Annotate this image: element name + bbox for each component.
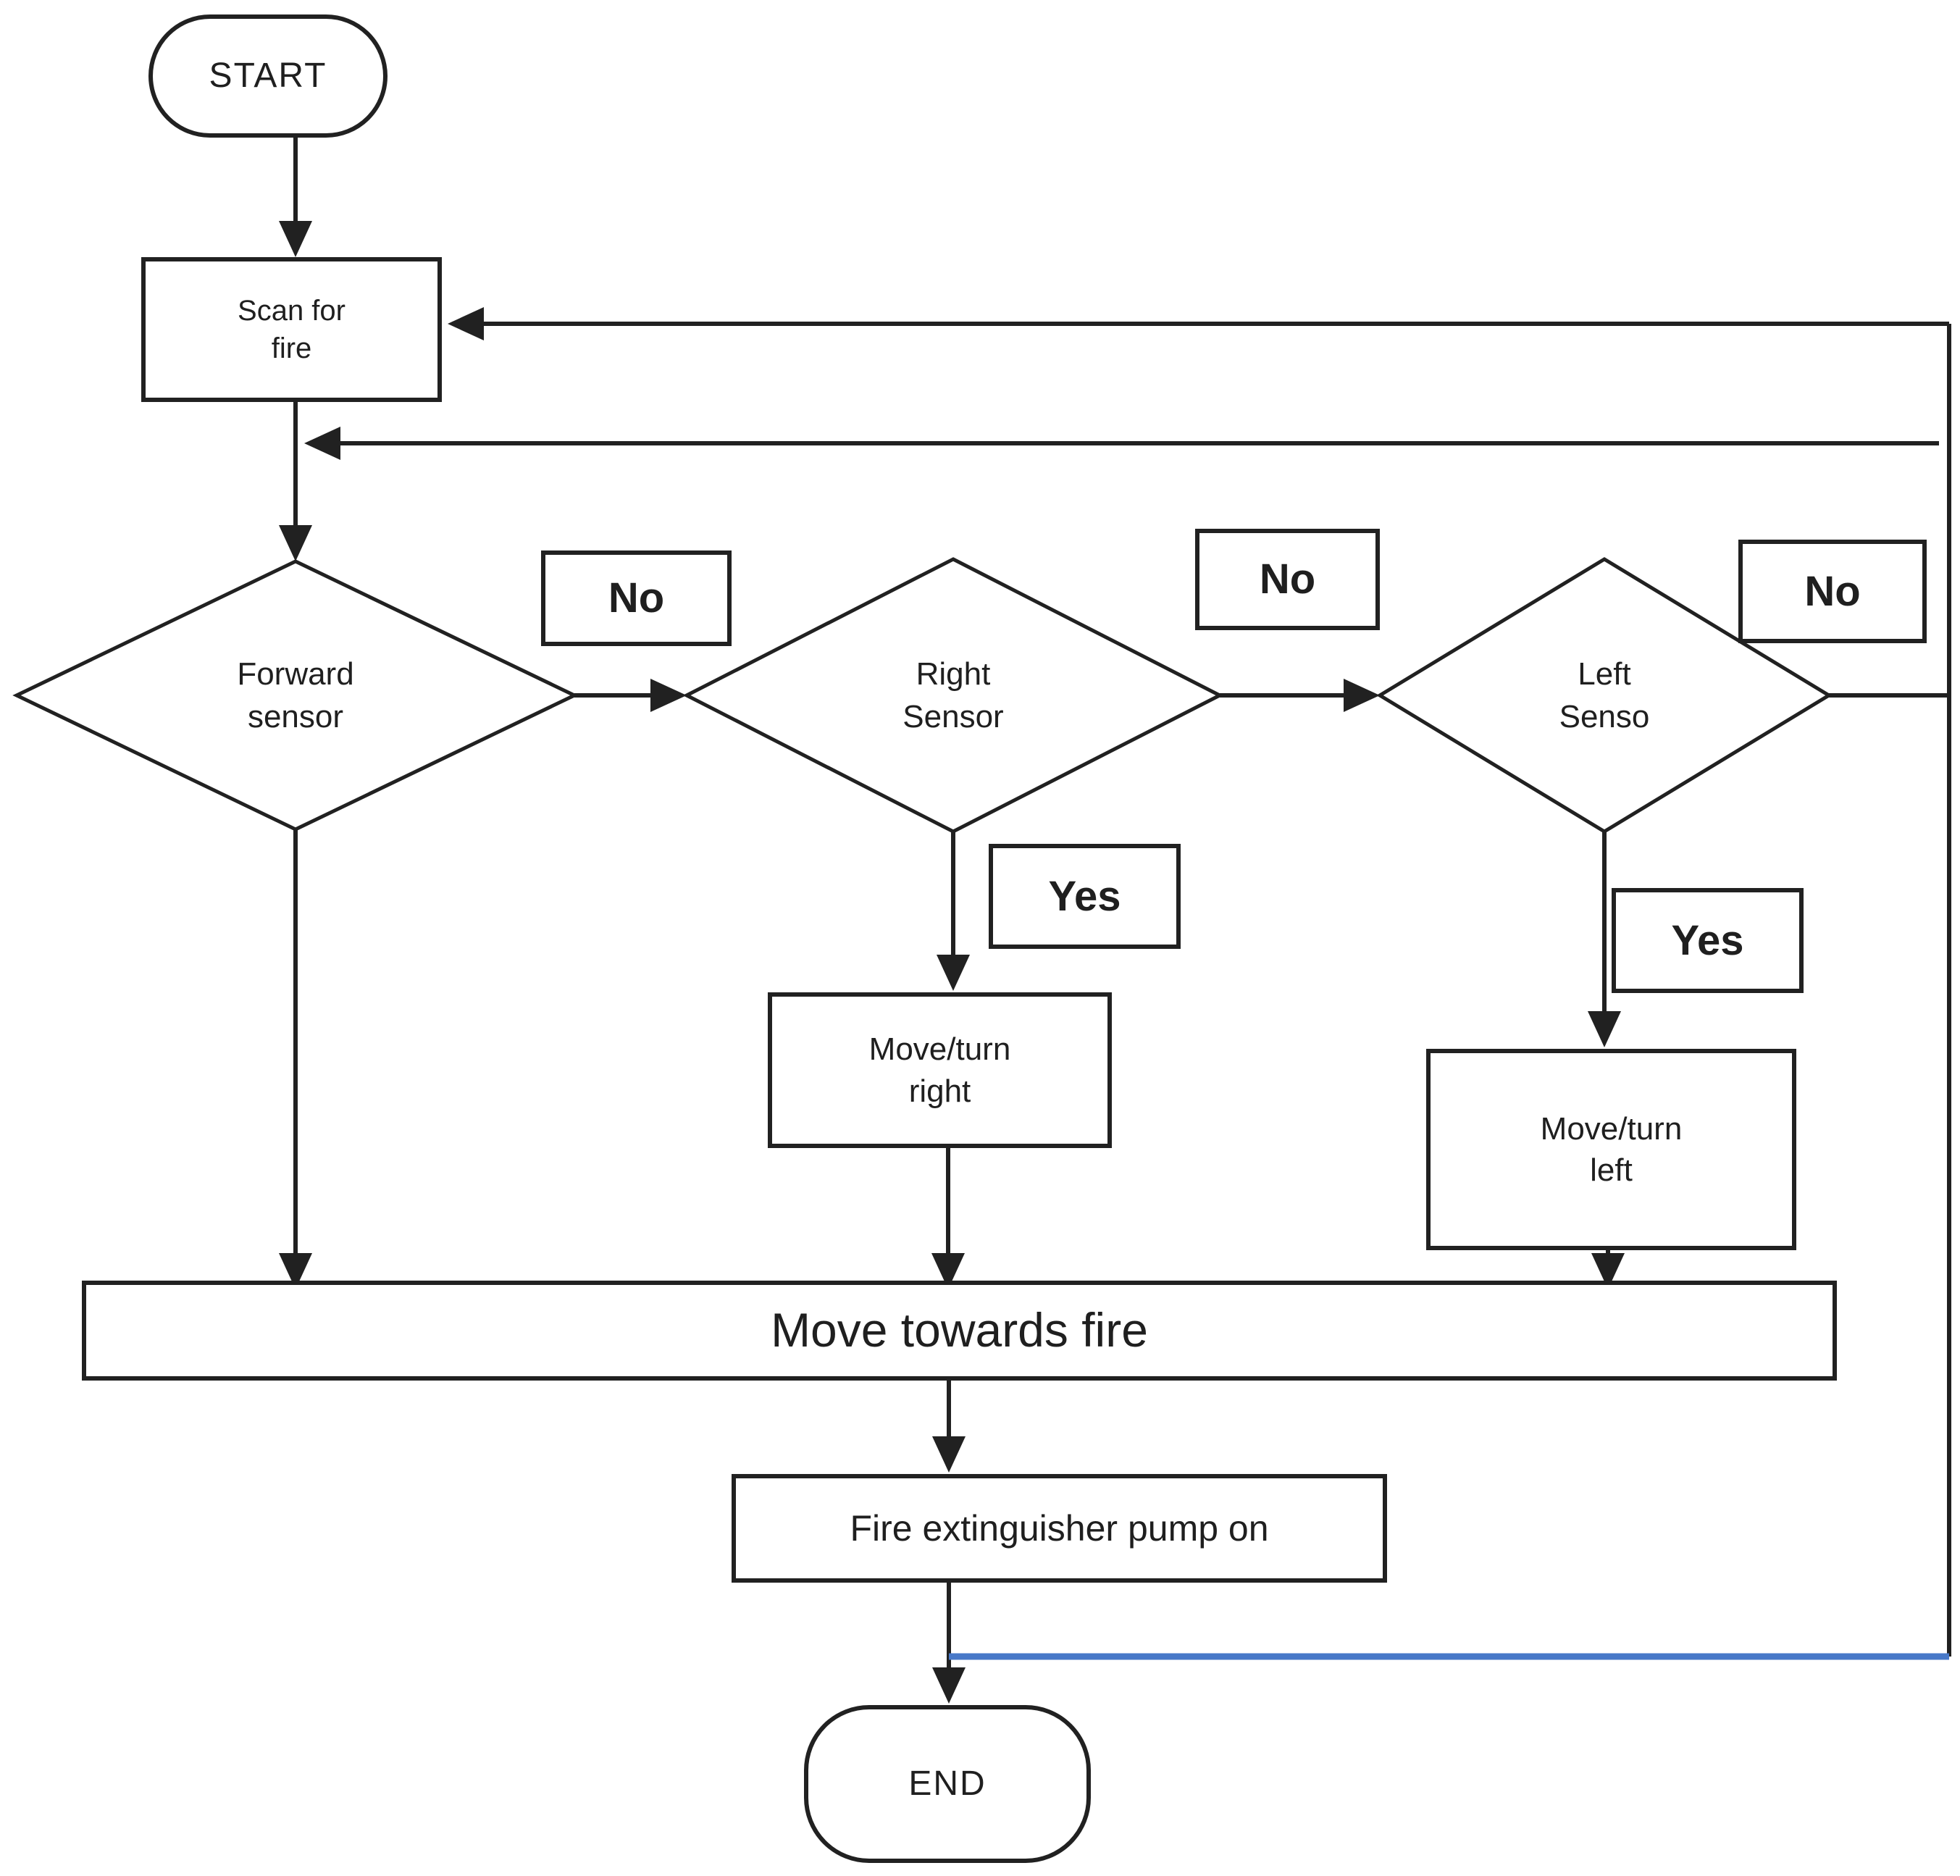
arrowhead-into-scan [279,221,312,257]
arrowhead-into-turnright [937,955,970,991]
arrowhead-turnright-bar [931,1253,965,1289]
arrowhead-into-turnleft [1588,1011,1621,1047]
end-node: END [804,1705,1091,1863]
arrowhead-turnleft-bar [1591,1253,1625,1289]
arrowhead-loop-forward [304,427,340,460]
left-yes-label-box: Yes [1612,888,1804,993]
start-node: START [148,14,388,138]
right-no-label-box: No [1195,529,1380,630]
right-yes-label-box: Yes [989,844,1181,949]
arrowhead-into-right [650,679,687,712]
left-sensor-diamond [1376,557,1833,834]
move-turn-right-node: Move/turn right [768,992,1112,1148]
forward-no-label-box: No [541,550,732,646]
move-towards-fire-node: Move towards fire [82,1281,1837,1381]
right-sensor-diamond [682,557,1224,834]
arrowhead-into-left [1344,679,1380,712]
scan-for-fire-node: Scan for fire [141,257,442,402]
arrowhead-forward-bar [279,1253,312,1289]
arrowhead-into-pump [932,1436,966,1473]
arrowhead-into-forward [279,525,312,561]
arrowhead-into-end [932,1667,966,1704]
arrowhead-loop-scan [448,307,484,340]
left-no-label-box: No [1738,540,1927,643]
forward-sensor-diamond [12,559,579,832]
pump-on-node: Fire extinguisher pump on [732,1474,1387,1583]
move-turn-left-node: Move/turn left [1426,1049,1796,1250]
